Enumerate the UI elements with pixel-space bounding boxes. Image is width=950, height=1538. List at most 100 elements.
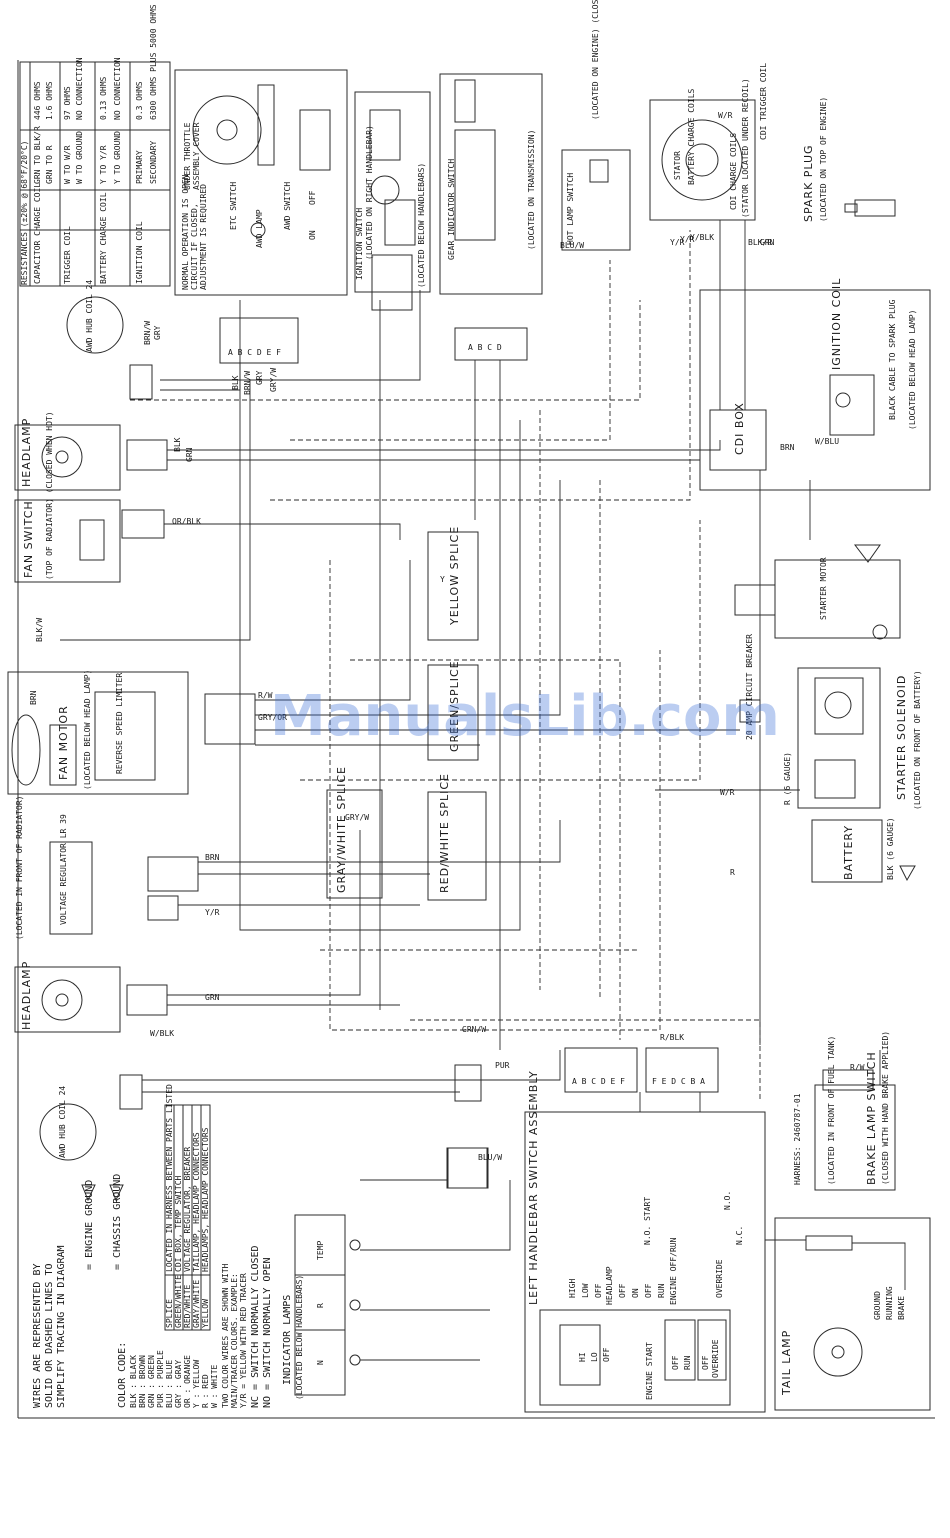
harness-brake: HARNESS: 2460787-01 (LOCATED IN FRONT OF…: [793, 1031, 896, 1191]
fan-motor-label: FAN MOTOR: [57, 705, 70, 780]
hot-lamp-switch: HOT LAMP SWITCH (LOCATED ON ENGINE) (CLO…: [561, 0, 631, 251]
splice-1-loc: CDI BOX, TEMP SWITCH: [174, 1175, 183, 1272]
awd-hub-coil-top: AWD HUB COIL 24: [66, 280, 153, 400]
face-off-3: OFF: [701, 1355, 710, 1370]
ignition-coil-label: IGNITION COIL: [830, 278, 843, 370]
etc-switch-label: ETC SWITCH: [229, 182, 238, 230]
etc-note-2: CIRCUIT IF CLOSED,: [190, 203, 199, 290]
green-splice-label: GREEN/SPLICE: [448, 660, 461, 752]
indicator-n: N: [316, 1360, 325, 1365]
wl-gry-w: GRY/W: [269, 368, 278, 392]
red-white-splice: RED/WHITE SPLICE: [427, 773, 487, 901]
wires-note-line-3: SIMPLIFY TRACING IN DIAGRAM: [56, 1245, 67, 1408]
wl-grn: GRN: [185, 447, 194, 462]
etc-note-1: NORMAL OPERATION IS OPEN: [181, 174, 190, 290]
stator-coil-3: CDI TRIGGER COIL: [759, 63, 768, 140]
wl-w-r-2: W/R: [718, 111, 733, 120]
res-row-8-value: 6300 OHMS PLUS 5000 OHMS (CAP): [149, 0, 158, 120]
wl-pur: PUR: [495, 1061, 510, 1070]
tail-running: RUNNING: [885, 1286, 894, 1320]
wl-y-r-3: Y/R: [670, 238, 685, 247]
res-row-1-value: 1.6 OHMS: [45, 81, 54, 120]
wl-gry-w-2: GRY/W: [345, 813, 369, 822]
switch-off: OFF: [594, 1283, 603, 1298]
brake-switch-location: (CLOSED WITH HAND BRAKE APPLIED): [881, 1031, 890, 1185]
resistances-table: RESISTANCES (±20% @ 68°F/20°C) CAPACITOR…: [19, 0, 171, 287]
headlamp-bottom-label: HEADLAMP: [20, 961, 33, 1030]
wl-or-blk: OR/BLK: [172, 517, 201, 526]
color-w: W : WHITE: [210, 1364, 219, 1408]
color-code: COLOR CODE: BLK : BLACK BRN : BROWN GRN …: [117, 1245, 273, 1408]
wl-gry: GRY: [255, 370, 264, 385]
connector-abcd-pins: A B C D: [468, 343, 502, 352]
awd-lamp-label: AWD LAMP: [255, 209, 264, 248]
res-row-3-value: 97 OHMS: [63, 86, 72, 120]
wl-grn-w: GRN/W: [462, 1025, 486, 1034]
switch-off-3: OFF: [644, 1283, 653, 1298]
gray-white-splice-label: GRAY/WHITE SPLICE: [335, 766, 348, 893]
starter-motor: STARTER MOTOR: [734, 544, 901, 640]
wl-y: Y: [440, 575, 445, 584]
indicator-location: (LOCATED BELOW HANDLEBARS): [295, 1275, 304, 1400]
battery-label: BATTERY: [842, 825, 855, 880]
splice-3-loc: TAILLAMP, HEADLAMP CONNECTORS: [192, 1132, 201, 1272]
wl-grn-2: GRN: [205, 993, 220, 1002]
wl-y-r: Y/R: [205, 908, 220, 917]
face-engine-start: ENGINE START: [645, 1342, 654, 1400]
wires-note: WIRES ARE REPRESENTED BY SOLID OR DASHED…: [32, 1245, 67, 1408]
wl-gry-2: GRY: [153, 325, 162, 340]
splice-1-name: GREEN/WHITE: [174, 1275, 183, 1328]
splice-hdr-0: SPLICE: [165, 1299, 174, 1328]
tail-ground: GROUND: [873, 1291, 882, 1320]
resistances-title: RESISTANCES (±20% @ 68°F/20°C): [20, 141, 29, 286]
battery: BATTERY BLK (6 GAUGE): [811, 817, 916, 883]
wl-brn-w: BRN/W: [243, 371, 252, 395]
color-y: Y : YELLOW: [192, 1360, 201, 1408]
solenoid-label: STARTER SOLENOID: [895, 675, 908, 800]
switch-no-start: N.O. START: [643, 1197, 652, 1245]
headlamp-top-label: HEADLAMP: [20, 418, 33, 487]
tail-lamp: TAIL LAMP GROUND RUNNING BRAKE: [774, 1217, 931, 1411]
ignition-switch-location-1: (LOCATED ON RIGHT HANDLEBAR): [365, 125, 374, 260]
wl-blk-2: BLK: [173, 437, 182, 452]
color-code-title: COLOR CODE:: [117, 1342, 128, 1408]
awd-off-label: OFF: [308, 190, 317, 205]
engine-ground-text: = ENGINE GROUND: [84, 1180, 95, 1270]
awd-on-label: ON: [308, 230, 317, 240]
fan-switch-label: FAN SWITCH: [22, 500, 35, 578]
starter-solenoid: STARTER SOLENOID (LOCATED ON FRONT OF BA…: [783, 667, 922, 810]
wl-blk-r: BLK/R: [748, 238, 772, 247]
ignition-switch-label: IGNITION SWITCH: [355, 208, 364, 280]
wl-brn: BRN: [29, 690, 38, 705]
hot-lamp-location: (LOCATED ON ENGINE) (CLOSED WHEN HOT): [591, 0, 600, 120]
solenoid-location: (LOCATED ON FRONT OF BATTERY): [913, 670, 922, 810]
wl-r-blk: R/BLK: [660, 1033, 684, 1042]
nc-note: NC = SWITCH NORMALLY CLOSED: [250, 1245, 261, 1408]
wl-y-blk: Y/BLK: [690, 233, 714, 242]
stator-coil-1: BATTERY CHARGE COILS: [687, 88, 696, 185]
fan-switch: FAN SWITCH (TOP OF RADIATOR) (CLOSED WHE…: [14, 411, 165, 583]
gray-white-splice: GRAY/WHITE SPLICE: [326, 766, 383, 899]
harness-location: (LOCATED IN FRONT OF FUEL TANK): [827, 1036, 836, 1185]
wl-blk-w: BLK/W: [35, 618, 44, 642]
splice-2-loc: VOLTAGE REGULATOR, BREAKER: [183, 1147, 192, 1272]
switch-low: LOW: [581, 1283, 590, 1298]
wl-blu-w-2: BLU/W: [478, 1153, 502, 1162]
two-color-note-1: TWO COLOR WIRES ARE SHOWN WITH: [221, 1263, 230, 1408]
splice-2-name: RED/WHITE: [183, 1284, 192, 1328]
switch-no: N.O.: [723, 1191, 732, 1210]
connector-abcdef-top: A B C D E F: [219, 317, 299, 364]
res-row-4-test: W TO GROUND: [75, 131, 84, 184]
switch-run: RUN: [657, 1283, 666, 1298]
wl-brn-3: BRN: [780, 443, 795, 452]
wire-label-group: BLK BRN/W GRY GRY/W BRN/W GRY BLK GRN BL…: [29, 111, 865, 1162]
splice-table: SPLICE LOCATED IN HARNESS BETWEEN PARTS …: [164, 1084, 211, 1331]
res-row-3-test: W TO W/R: [63, 145, 72, 184]
wl-blu-w: BLU/W: [560, 241, 584, 250]
watermark: ManualsLib.com: [270, 684, 780, 749]
wl-blk: BLK: [231, 375, 240, 390]
chassis-ground-text: = CHASSIS GROUND: [112, 1174, 123, 1270]
two-color-note-3: Y/R = YELLOW WITH RED TRACER: [239, 1273, 248, 1408]
ignition-coil: IGNITION COIL BLACK CABLE TO SPARK PLUG …: [699, 278, 931, 491]
